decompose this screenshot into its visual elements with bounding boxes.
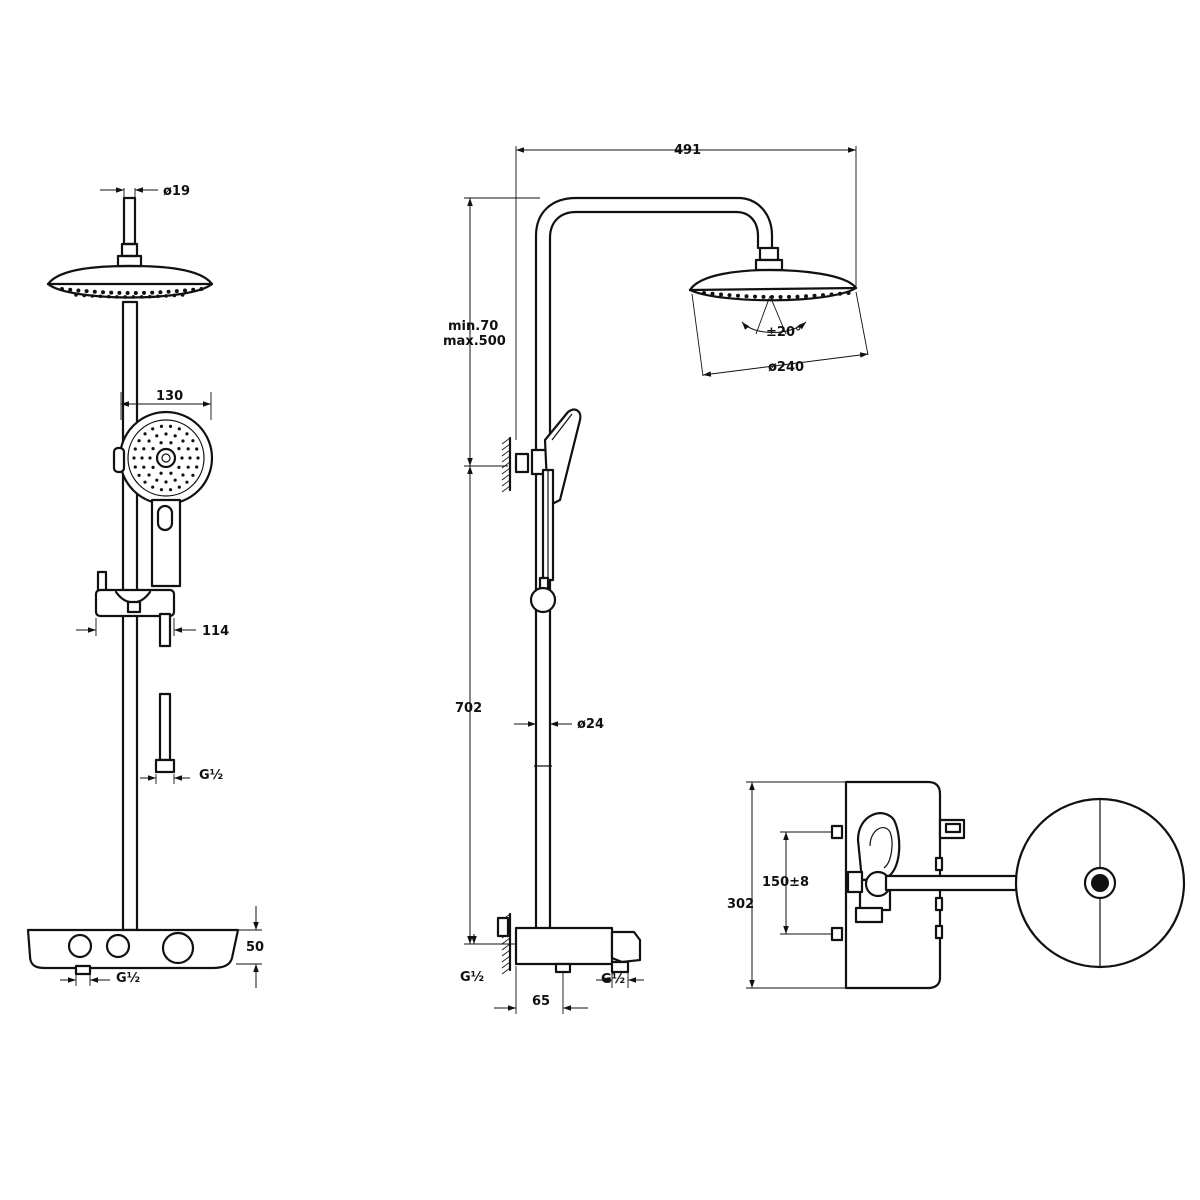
- label-handshower-width: 130: [156, 389, 183, 404]
- overhead-shower-head-side: [688, 268, 858, 302]
- label-wall-spacing: 150±8: [762, 875, 809, 890]
- side-view: 491 min.70 max.500 702 ø240 ±20°: [443, 143, 869, 1014]
- label-tilt-angle: ±20°: [766, 325, 801, 340]
- label-wall-offset: 65: [532, 994, 550, 1009]
- hand-shower-side: [541, 408, 582, 582]
- label-inlet-right-side: G½: [601, 972, 625, 987]
- label-mixer-height: 50: [246, 940, 264, 955]
- label-inlet-left-side: G½: [460, 970, 484, 985]
- label-head-diameter: ø240: [768, 360, 804, 375]
- label-pipe-diameter-front: ø19: [163, 184, 190, 199]
- top-view: 302 150±8: [727, 780, 1186, 990]
- hand-shower-front: [112, 410, 214, 588]
- sliding-holder-front: [94, 570, 176, 648]
- overhead-shower-head-top: [1014, 797, 1186, 969]
- label-height-adjust-min: min.70: [448, 319, 498, 334]
- label-bottom-inlet-front: G½: [116, 971, 140, 986]
- label-total-width: 491: [674, 143, 701, 158]
- overhead-shower-head-front: [46, 264, 214, 299]
- label-height-adjust-max: max.500: [443, 334, 506, 349]
- label-holder-depth: 114: [202, 624, 229, 639]
- thermostatic-mixer-front: [26, 928, 240, 976]
- label-rail-diameter: ø24: [577, 717, 604, 732]
- label-top-view-depth: 302: [727, 897, 754, 912]
- mixer-side: [496, 912, 642, 975]
- front-view: ø19 130: [26, 184, 264, 988]
- label-rail-length: 702: [455, 701, 482, 716]
- label-hose-connection: G½: [199, 768, 223, 783]
